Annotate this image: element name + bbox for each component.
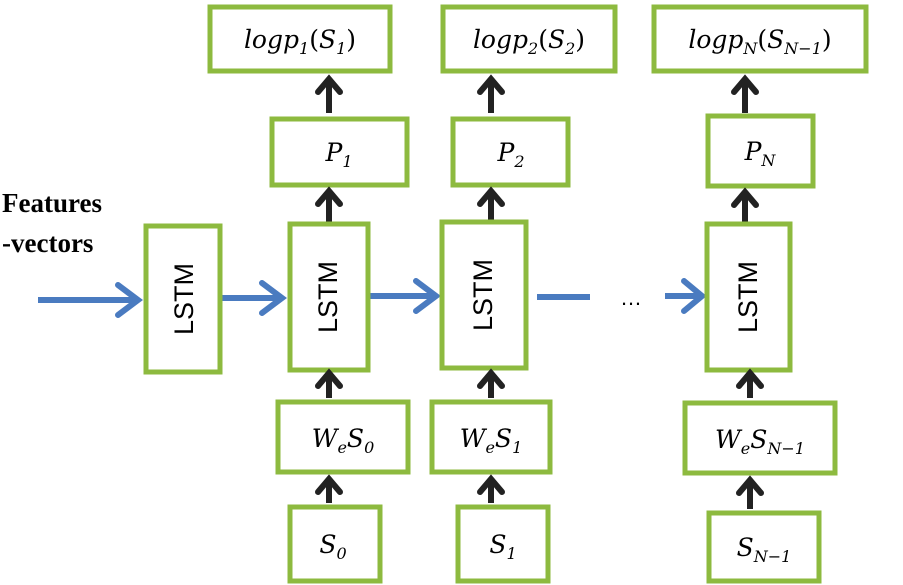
prob-label-n: PN (744, 137, 777, 170)
features-label-line2: -vectors (2, 228, 93, 258)
input-arrow (38, 282, 143, 318)
hidden-arrow-4 (665, 278, 707, 314)
lstm-label: LSTM (313, 261, 343, 333)
prob-label-1: P1 (324, 138, 352, 171)
hidden-arrow-2 (370, 278, 441, 314)
prob-label-2: P2 (496, 138, 524, 171)
embed-label-n: WeSN−1 (715, 425, 805, 458)
output-label-2: logp2(S2) (473, 25, 585, 58)
lstm-label: LSTM (468, 259, 498, 331)
column-1: logp1(S1) P1 LSTM WeS0 S0 (207, 4, 411, 584)
input-label-1: S0 (319, 530, 346, 563)
output-label-1: logp1(S1) (244, 25, 356, 58)
output-label-n: logpN(SN−1) (688, 25, 831, 58)
input-label-2: S1 (489, 530, 516, 563)
embed-label-2: WeS1 (460, 424, 523, 457)
embed-label-1: WeS0 (312, 424, 375, 457)
column-2: logp2(S2) P2 LSTM WeS1 S1 (429, 4, 618, 584)
ellipsis: … (620, 285, 642, 310)
hidden-arrow-1 (222, 280, 287, 316)
lstm-label: LSTM (733, 261, 763, 333)
column-n: logpN(SN−1) PN LSTM WeSN−1 SN−1 (651, 4, 869, 584)
input-label-n: SN−1 (737, 533, 792, 566)
lstm-box-initial: LSTM (143, 223, 223, 375)
features-label-line1: Features (2, 188, 102, 218)
lstm-label: LSTM (169, 263, 199, 335)
